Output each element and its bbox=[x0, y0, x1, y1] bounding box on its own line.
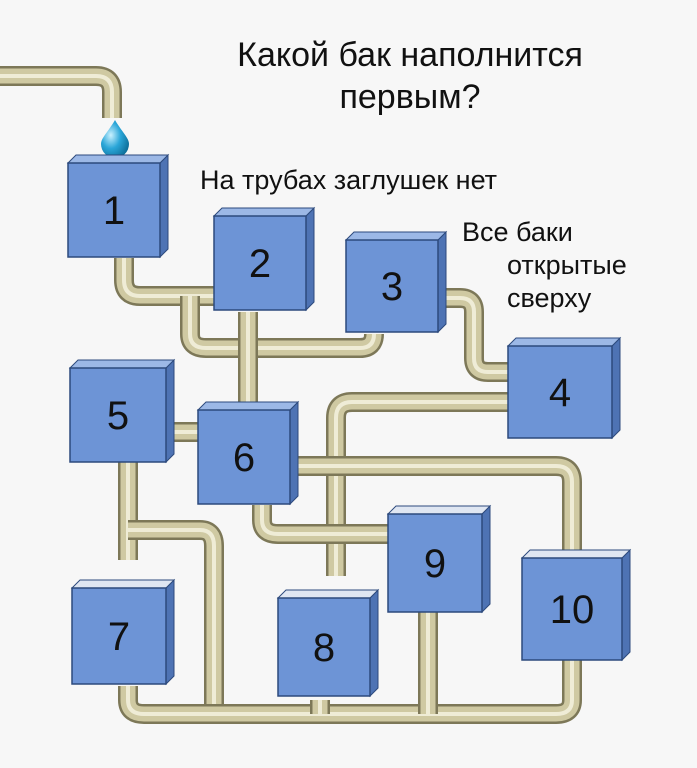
tank-4: 4 bbox=[506, 336, 622, 440]
tank-side bbox=[611, 336, 621, 440]
note-tanks-line-1: Все баки bbox=[462, 217, 573, 247]
tank-top bbox=[196, 401, 300, 411]
tank-side bbox=[437, 230, 447, 334]
note-tanks-line-3: сверху bbox=[507, 283, 592, 313]
tank-top bbox=[506, 337, 622, 347]
tank-side bbox=[305, 206, 315, 312]
tank-face bbox=[345, 239, 439, 333]
tank-face bbox=[69, 367, 167, 463]
tank-face bbox=[521, 557, 623, 661]
tank-label: 4 bbox=[549, 371, 571, 415]
tank-face bbox=[67, 162, 161, 258]
tank-face bbox=[277, 597, 371, 697]
tank-top bbox=[520, 549, 632, 559]
tank-label: 1 bbox=[103, 189, 125, 233]
tank-10: 10 bbox=[520, 548, 632, 662]
tank-top bbox=[68, 359, 176, 369]
tank-label: 9 bbox=[424, 542, 446, 586]
tank-3: 3 bbox=[344, 230, 448, 334]
tank-top bbox=[212, 207, 316, 217]
tank-side bbox=[289, 400, 299, 506]
tank-side bbox=[165, 578, 175, 686]
tank-label: 10 bbox=[550, 588, 595, 632]
tank-top bbox=[66, 154, 170, 164]
note-pipes: На трубах заглушек нет bbox=[200, 165, 498, 195]
tank-7: 7 bbox=[70, 578, 176, 686]
tank-1: 1 bbox=[66, 153, 170, 259]
tank-5: 5 bbox=[68, 358, 176, 464]
tank-top bbox=[276, 589, 380, 599]
title-line-2: первым? bbox=[339, 78, 481, 116]
tank-face bbox=[197, 409, 291, 505]
puzzle-title: Какой бак наполнится первым? bbox=[150, 34, 670, 118]
tank-label: 2 bbox=[249, 242, 271, 286]
tank-face bbox=[71, 587, 167, 685]
tank-top bbox=[344, 231, 448, 241]
title-line-1: Какой бак наполнится bbox=[237, 36, 583, 74]
tanks: 1 2 3 4 5 6 7 8 9 10 bbox=[66, 153, 632, 698]
tank-face bbox=[387, 513, 483, 613]
tank-side bbox=[165, 358, 175, 464]
note-tanks-line-2: открытые bbox=[507, 250, 627, 280]
pipe-1-to-2 bbox=[116, 258, 218, 304]
tank-side bbox=[369, 588, 379, 698]
tank-6: 6 bbox=[196, 400, 300, 506]
note-tanks: Все баки открытые сверху bbox=[462, 216, 662, 315]
pipe-network bbox=[0, 66, 582, 724]
tank-face bbox=[213, 215, 307, 311]
tank-face bbox=[507, 345, 613, 439]
tank-8: 8 bbox=[276, 588, 380, 698]
tank-side bbox=[621, 548, 631, 662]
tank-label: 6 bbox=[233, 436, 255, 480]
tank-9: 9 bbox=[386, 504, 492, 614]
tank-top bbox=[70, 579, 176, 589]
tank-label: 7 bbox=[108, 615, 130, 659]
water-drop-icon bbox=[101, 120, 129, 158]
tank-label: 5 bbox=[107, 394, 129, 438]
tank-side bbox=[481, 504, 491, 614]
tank-top bbox=[386, 505, 492, 515]
source-pipe bbox=[0, 68, 120, 118]
tank-side bbox=[159, 153, 169, 259]
tank-2: 2 bbox=[212, 206, 316, 312]
tank-label: 8 bbox=[313, 626, 335, 670]
tank-label: 3 bbox=[381, 265, 403, 309]
